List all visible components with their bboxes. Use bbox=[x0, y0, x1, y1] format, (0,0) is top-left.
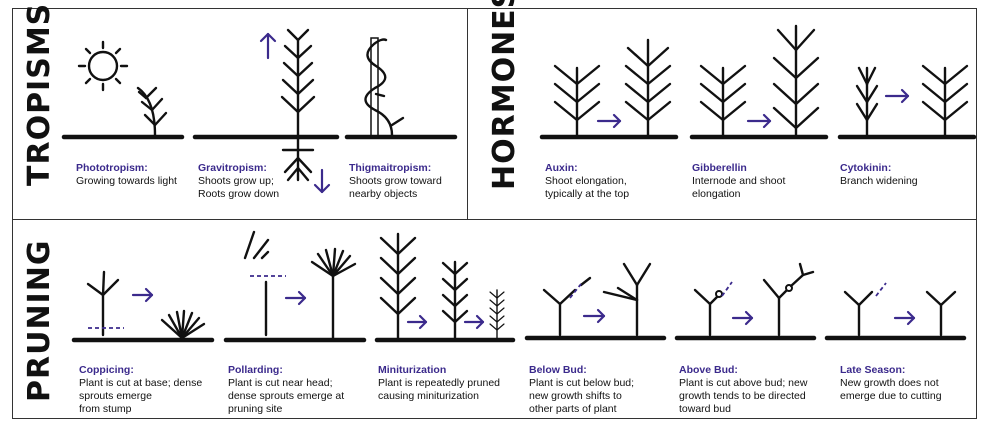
pollarding-after-plant bbox=[312, 249, 355, 338]
below-bud-after-plant bbox=[604, 264, 650, 335]
thigmotropism-plant bbox=[366, 38, 404, 138]
caption-above-bud: Above Bud: Plant is cut above bud; new g… bbox=[679, 364, 807, 416]
gravitropism-desc: Shoots grow up; Roots grow down bbox=[198, 175, 279, 201]
late-season-cut-line bbox=[876, 283, 886, 296]
below-bud-cut-line bbox=[570, 284, 581, 298]
below-bud-before-plant bbox=[544, 278, 590, 335]
caption-cytokinin: Cytokinin: Branch widening bbox=[840, 162, 918, 188]
cytokinin-desc: Branch widening bbox=[840, 175, 918, 188]
below-bud-label: Below Bud: bbox=[529, 364, 634, 377]
thigmotropism-label: Thigmaitropism: bbox=[349, 162, 442, 175]
above-bud-desc: Plant is cut above bud; new growth tends… bbox=[679, 377, 807, 416]
sun-icon bbox=[79, 42, 127, 90]
below-bud-arrow-icon bbox=[584, 310, 604, 322]
pollarding-before-plant bbox=[245, 232, 268, 335]
miniturization-arrow-1-icon bbox=[408, 316, 426, 328]
coppicing-before-plant bbox=[88, 272, 118, 335]
miniturization-desc: Plant is repeatedly pruned causing minit… bbox=[378, 377, 500, 403]
above-bud-after-plant bbox=[764, 264, 813, 335]
phototropism-desc: Growing towards light bbox=[76, 175, 177, 188]
caption-gravitropism: Gravitropism: Shoots grow up; Roots grow… bbox=[198, 162, 279, 201]
auxin-label: Auxin: bbox=[545, 162, 629, 175]
miniturization-small-plant bbox=[490, 290, 504, 338]
cytokinin-before-plant bbox=[857, 68, 877, 135]
thigmotropism-desc: Shoots grow toward nearby objects bbox=[349, 175, 442, 201]
coppicing-after-plant bbox=[162, 311, 204, 338]
phototropism-label: Phototropism: bbox=[76, 162, 177, 175]
gibberellin-desc: Internode and shoot elongation bbox=[692, 175, 785, 201]
caption-miniturization: Miniturization Plant is repeatedly prune… bbox=[378, 364, 500, 403]
gibberellin-after-plant bbox=[774, 26, 818, 135]
coppicing-desc: Plant is cut at base; dense sprouts emer… bbox=[79, 377, 202, 416]
gravitropism-plant bbox=[282, 30, 314, 180]
auxin-after-plant bbox=[626, 40, 670, 135]
late-season-after-plant bbox=[927, 292, 955, 335]
gibberellin-arrow-icon bbox=[748, 115, 770, 127]
caption-phototropism: Phototropism: Growing towards light bbox=[76, 162, 177, 188]
late-season-label: Late Season: bbox=[840, 364, 942, 377]
above-bud-cut-line bbox=[722, 282, 732, 296]
arrow-up-icon bbox=[261, 34, 275, 58]
caption-below-bud: Below Bud: Plant is cut below bud; new g… bbox=[529, 364, 634, 416]
miniturization-medium-plant bbox=[443, 262, 467, 338]
caption-pollarding: Pollarding: Plant is cut near head; dens… bbox=[228, 364, 344, 416]
coppicing-arrow-icon bbox=[133, 289, 152, 301]
below-bud-desc: Plant is cut below bud; new growth shift… bbox=[529, 377, 634, 416]
coppicing-label: Coppicing: bbox=[79, 364, 202, 377]
above-bud-arrow-icon bbox=[733, 312, 752, 324]
gravitropism-label: Gravitropism: bbox=[198, 162, 279, 175]
pollarding-arrow-icon bbox=[286, 292, 305, 304]
caption-thigmotropism: Thigmaitropism: Shoots grow toward nearb… bbox=[349, 162, 442, 201]
phototropism-plant bbox=[138, 88, 166, 135]
pollarding-label: Pollarding: bbox=[228, 364, 344, 377]
cytokinin-arrow-icon bbox=[886, 90, 908, 102]
arrow-down-icon bbox=[315, 170, 329, 192]
gibberellin-label: Gibberellin bbox=[692, 162, 785, 175]
caption-auxin: Auxin: Shoot elongation, typically at th… bbox=[545, 162, 629, 201]
caption-late-season: Late Season: New growth does not emerge … bbox=[840, 364, 942, 403]
cytokinin-after-plant bbox=[923, 66, 967, 135]
pollarding-desc: Plant is cut near head; dense sprouts em… bbox=[228, 377, 344, 416]
cytokinin-label: Cytokinin: bbox=[840, 162, 918, 175]
late-season-desc: New growth does not emerge due to cuttin… bbox=[840, 377, 942, 403]
above-bud-before-plant bbox=[695, 290, 722, 335]
late-season-arrow-icon bbox=[895, 312, 914, 324]
auxin-arrow-icon bbox=[598, 115, 620, 127]
gibberellin-before-plant bbox=[701, 66, 745, 135]
above-bud-label: Above Bud: bbox=[679, 364, 807, 377]
caption-coppicing: Coppicing: Plant is cut at base; dense s… bbox=[79, 364, 202, 416]
caption-gibberellin: Gibberellin Internode and shoot elongati… bbox=[692, 162, 785, 201]
auxin-before-plant bbox=[555, 66, 599, 135]
late-season-before-plant bbox=[845, 292, 872, 335]
auxin-desc: Shoot elongation, typically at the top bbox=[545, 175, 629, 201]
miniturization-label: Miniturization bbox=[378, 364, 500, 377]
miniturization-arrow-2-icon bbox=[465, 316, 483, 328]
